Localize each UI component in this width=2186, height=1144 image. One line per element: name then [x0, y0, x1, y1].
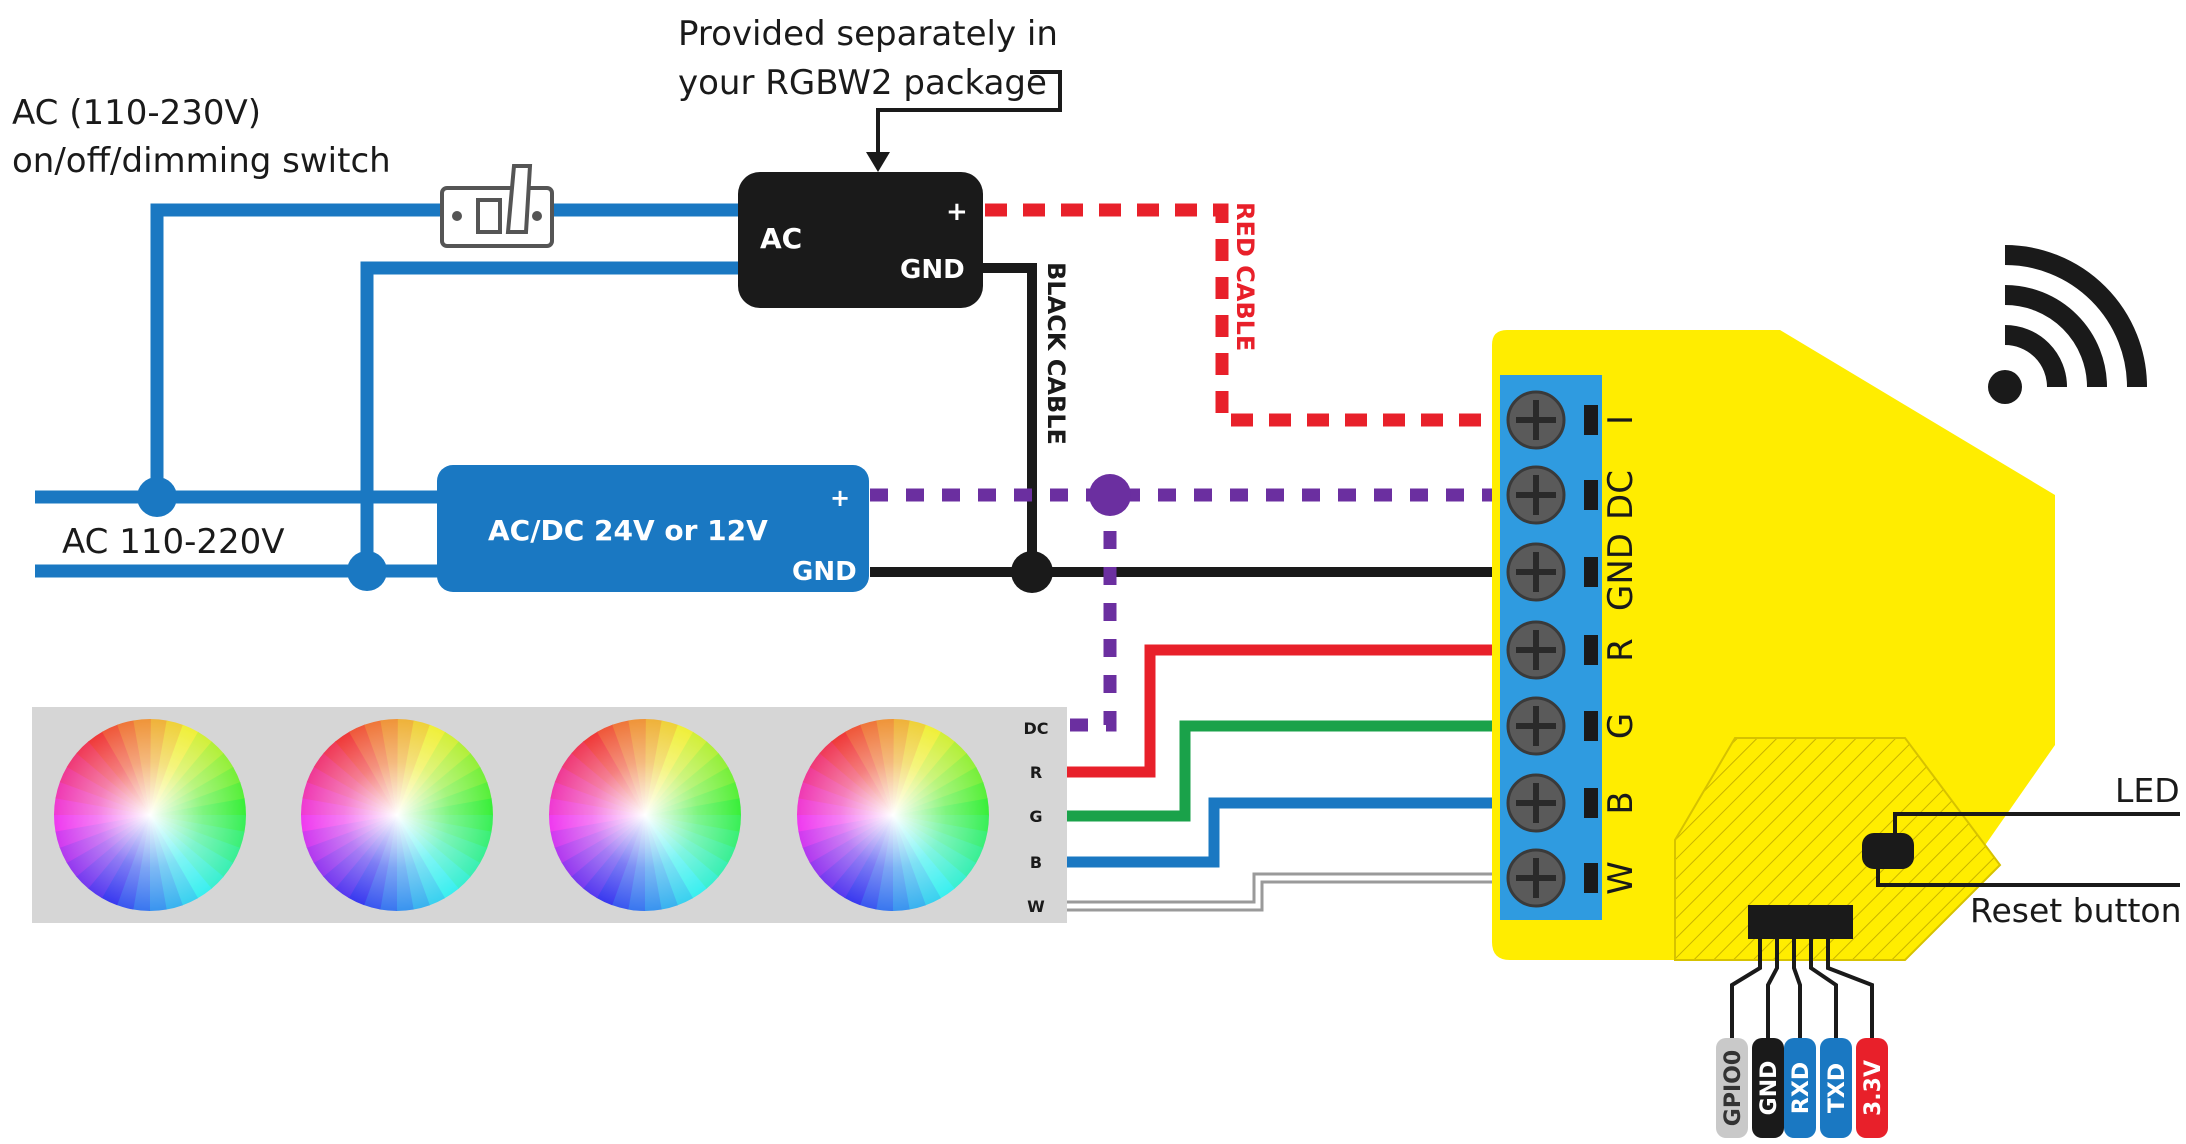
- strip-pin-label: G: [1029, 807, 1042, 826]
- black-cable-label: BLACK CABLE: [1042, 262, 1070, 445]
- adapter-ac-label: AC: [760, 222, 802, 255]
- provided-label-line2: your RGBW2 package: [678, 63, 1047, 103]
- callout-arrow: [876, 70, 1062, 158]
- switch-label-line1: AC (110-230V): [12, 93, 261, 133]
- led-label: LED: [2115, 771, 2180, 810]
- wire-w: [1050, 875, 1500, 909]
- dc-junction: [1089, 474, 1131, 516]
- header-pin: GND: [1752, 939, 1784, 1138]
- psu-plus-label: +: [830, 484, 850, 512]
- psu-box: AC/DC 24V or 12V + GND: [437, 465, 869, 592]
- black-cable: [870, 263, 1500, 577]
- programming-header: [1748, 905, 1853, 939]
- terminal-label: G: [1601, 713, 1641, 739]
- terminal-screw-icon: [1506, 620, 1598, 680]
- terminal-label: I: [1601, 415, 1641, 425]
- header-pin-label: GPIO0: [1721, 1050, 1746, 1126]
- terminal-screw-icon: [1506, 542, 1598, 602]
- terminal-screw-icon: [1506, 696, 1598, 756]
- mains-label: AC 110-220V: [62, 522, 285, 562]
- ac-adapter: AC + GND: [738, 172, 983, 308]
- header-pin-label: TXD: [1825, 1063, 1850, 1113]
- terminal-label: GND: [1601, 533, 1641, 611]
- terminal-screw-icon: [1506, 848, 1598, 908]
- strip-pin-label: B: [1030, 853, 1042, 872]
- strip-pin-label: W: [1027, 897, 1045, 916]
- wifi-icon: [1988, 245, 2147, 404]
- dc-cable: [870, 488, 1500, 732]
- header-pin-label: 3.3V: [1861, 1060, 1886, 1116]
- header-pin: 3.3V: [1826, 939, 1888, 1138]
- hatched-area: [1674, 737, 2002, 961]
- rgbw-wires: [1050, 644, 1500, 912]
- led-color-wheel: [301, 719, 494, 911]
- led-component: [1862, 833, 1914, 869]
- led-strip: DC R G B W: [32, 707, 1067, 923]
- terminal-label: R: [1601, 638, 1641, 662]
- terminal-label: W: [1601, 861, 1641, 895]
- rgbw2-module: I DC GND R G B W GPIO0 GND RXD TXD 3.3V: [1492, 330, 2180, 1138]
- terminal-screw-icon: [1506, 390, 1598, 450]
- red-cable-label: RED CABLE: [1231, 202, 1259, 351]
- terminal-screw-icon: [1506, 773, 1598, 833]
- header-pin: GPIO0: [1716, 939, 1762, 1138]
- header-pin-label: RXD: [1789, 1062, 1814, 1114]
- led-color-wheel: [53, 719, 246, 911]
- arrow-head-icon: [866, 152, 890, 172]
- dimming-switch-icon: [440, 164, 554, 248]
- led-color-wheel: [549, 719, 742, 911]
- adapter-gnd-label: GND: [900, 255, 965, 285]
- psu-gnd-label: GND: [792, 557, 857, 587]
- wire-r: [1050, 644, 1500, 778]
- header-pin-label: GND: [1757, 1061, 1782, 1116]
- mains-junction: [137, 477, 177, 517]
- psu-title: AC/DC 24V or 12V: [488, 514, 768, 547]
- wire-b: [1050, 797, 1500, 868]
- mains-junction: [347, 551, 387, 591]
- strip-pin-label: R: [1030, 763, 1042, 782]
- led-color-wheel: [797, 719, 989, 911]
- wire-g: [1050, 720, 1500, 822]
- reset-button-label: Reset button: [1970, 891, 2182, 930]
- header-pin: TXD: [1809, 939, 1852, 1138]
- header-pin: RXD: [1784, 939, 1816, 1138]
- red-cable: [985, 203, 1500, 427]
- terminal-label: DC: [1601, 470, 1641, 520]
- gnd-junction: [1011, 551, 1053, 593]
- provided-label-line1: Provided separately in: [678, 14, 1058, 54]
- terminal-screw-icon: [1506, 465, 1598, 525]
- switch-label-line2: on/off/dimming switch: [12, 141, 391, 181]
- adapter-plus-label: +: [946, 197, 968, 227]
- terminal-label: B: [1601, 791, 1641, 814]
- strip-pin-label: DC: [1023, 719, 1048, 738]
